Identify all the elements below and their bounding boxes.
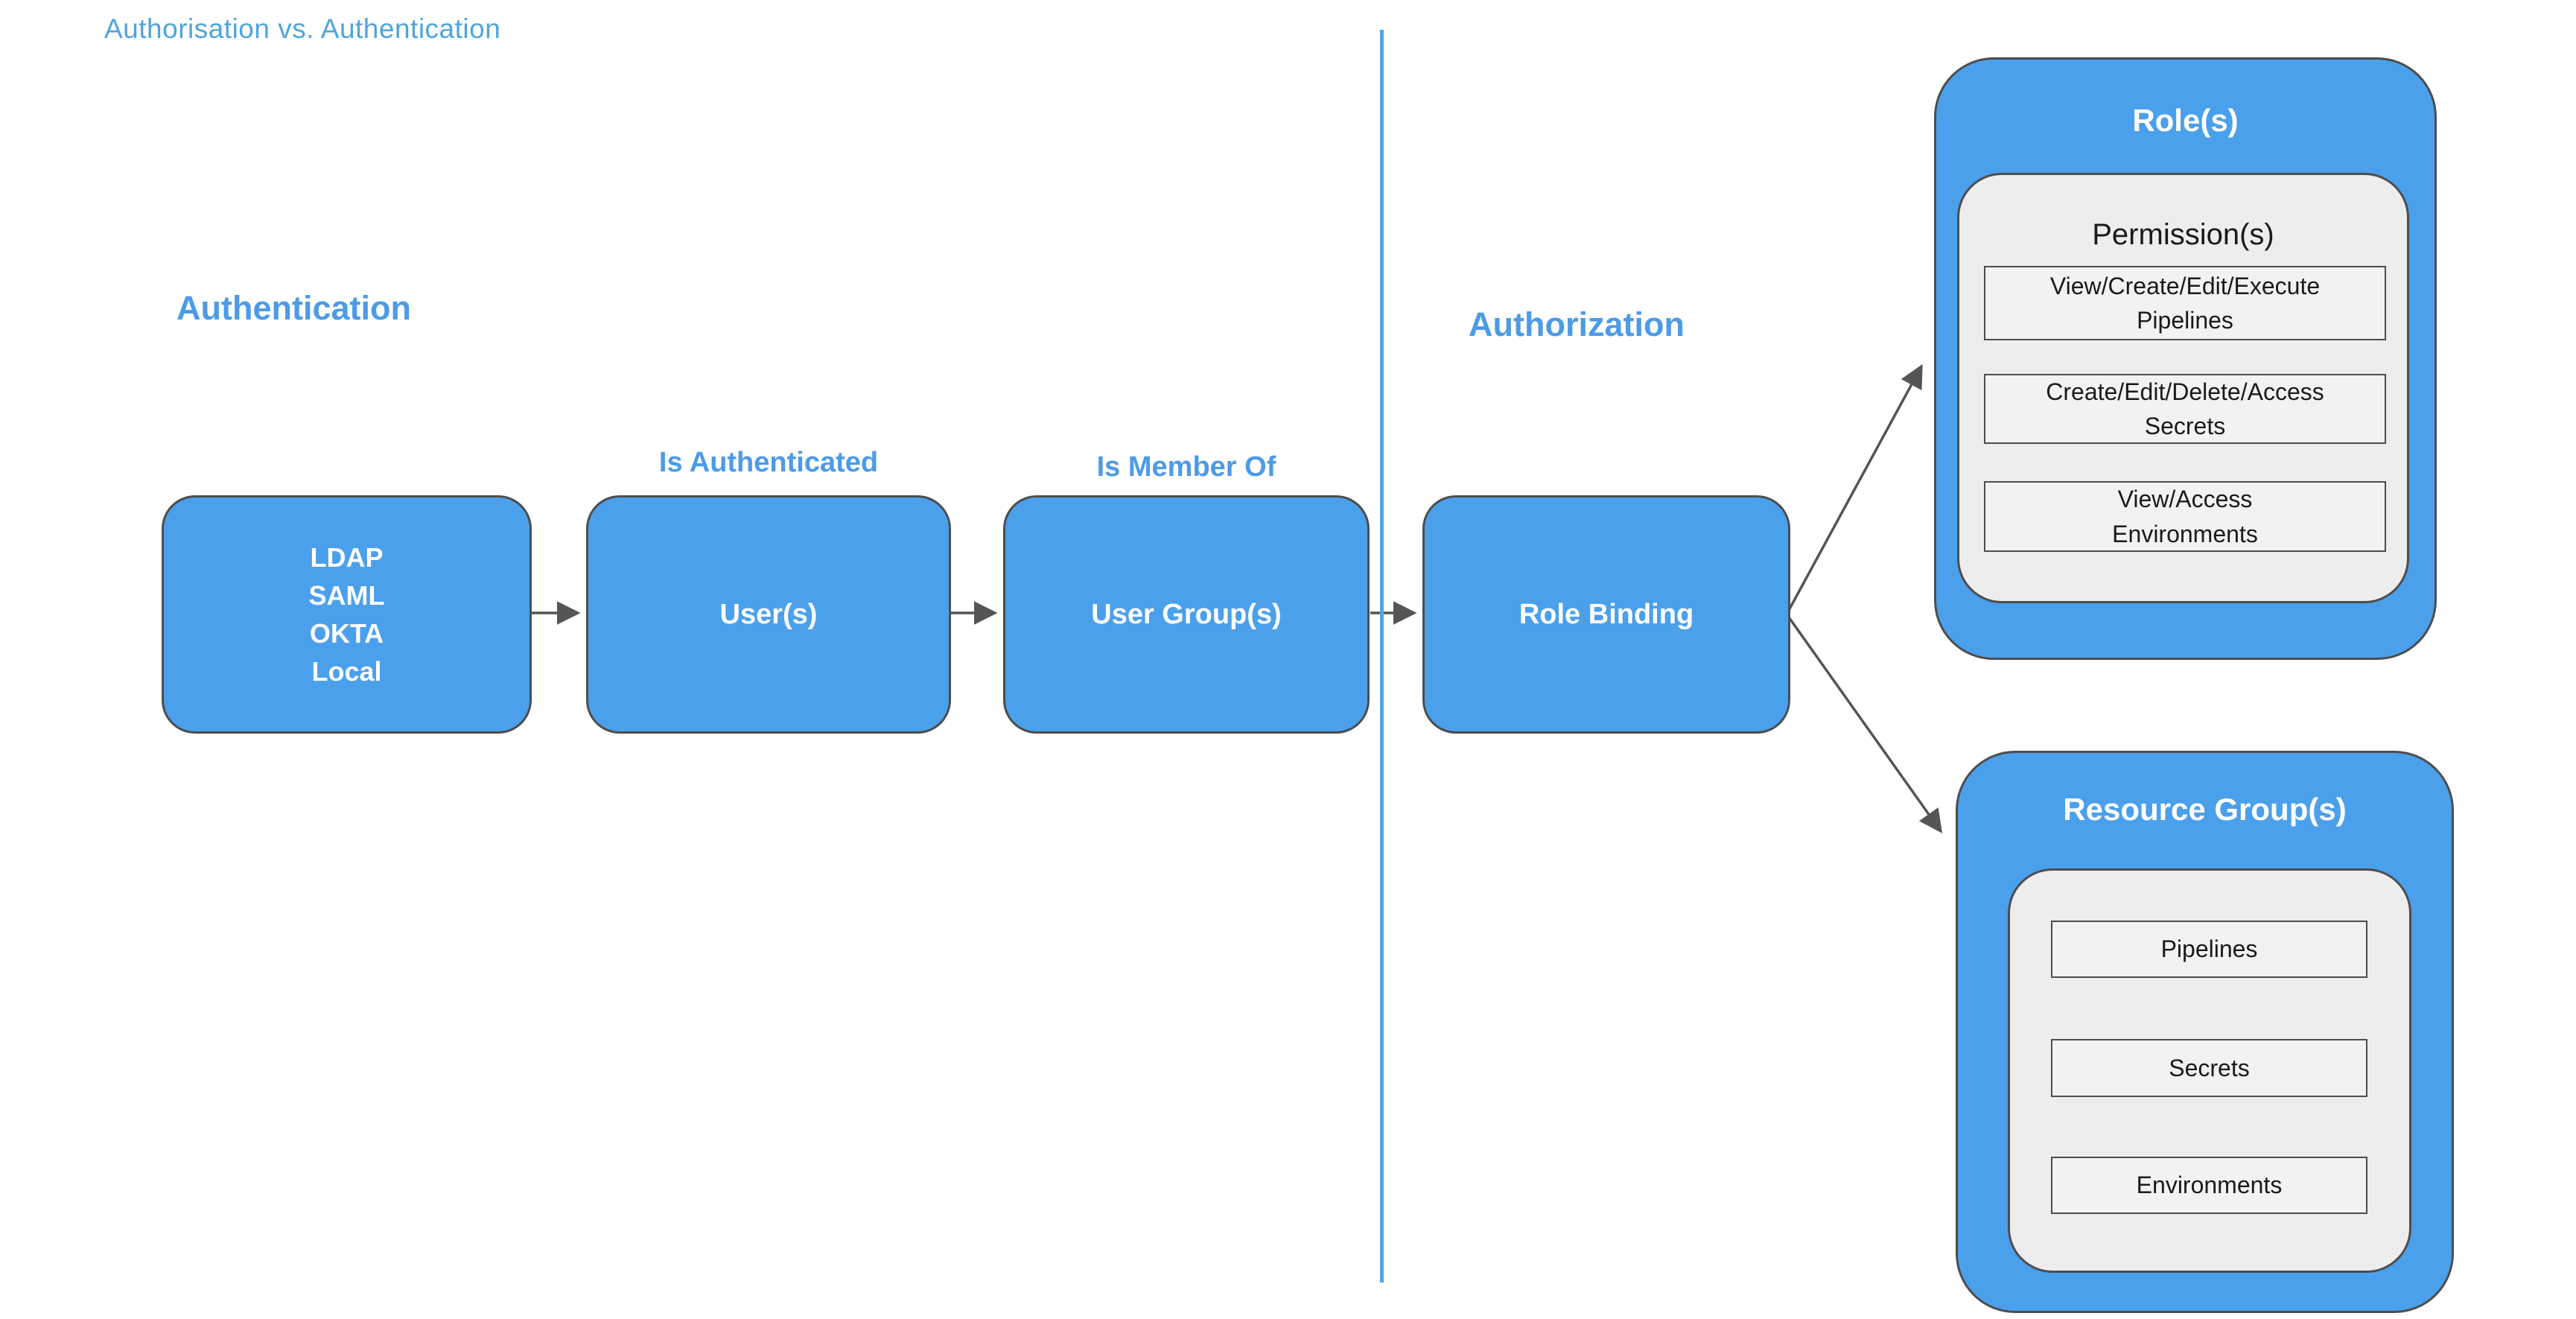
resources-panel: Pipelines Secrets Environments	[2008, 868, 2411, 1273]
identity-providers-label: LDAP SAML OKTA Local	[308, 541, 385, 687]
permission-item: Create/Edit/Delete/Access Secrets	[1984, 374, 2386, 444]
resource-item: Environments	[2051, 1157, 2367, 1214]
role-binding-label: Role Binding	[1518, 598, 1694, 630]
arrow-rolebinding-to-roles	[1786, 363, 1923, 614]
user-groups-box: User Group(s)	[1003, 495, 1370, 734]
roles-container: Role(s) Permission(s) View/Create/Edit/E…	[1934, 57, 2437, 660]
users-box: User(s)	[586, 495, 951, 734]
permission-item: View/Create/Edit/Execute Pipelines	[1984, 266, 2386, 340]
resource-item: Secrets	[2051, 1039, 2367, 1097]
resource-item: Pipelines	[2051, 921, 2367, 978]
user-groups-label: User Group(s)	[1091, 598, 1282, 630]
permissions-panel: Permission(s) View/Create/Edit/Execute P…	[1957, 173, 2409, 603]
arrow-rolebinding-to-resource-groups	[1786, 614, 1943, 833]
users-label: User(s)	[719, 598, 818, 630]
resource-groups-container: Resource Group(s) Pipelines Secrets Envi…	[1956, 751, 2454, 1313]
authentication-heading: Authentication	[176, 289, 411, 327]
identity-providers-box: LDAP SAML OKTA Local	[162, 495, 532, 734]
role-binding-box: Role Binding	[1422, 495, 1790, 734]
roles-title: Role(s)	[2132, 103, 2239, 138]
resource-groups-title: Resource Group(s)	[2063, 792, 2347, 827]
permission-item: View/Access Environments	[1984, 481, 2386, 552]
edge-label-is-member-of: Is Member Of	[1096, 451, 1276, 483]
permissions-title: Permission(s)	[2092, 218, 2274, 251]
section-divider-line	[1380, 30, 1384, 1283]
edge-label-is-authenticated: Is Authenticated	[658, 447, 879, 478]
authorization-heading: Authorization	[1469, 305, 1685, 343]
page-title: Authorisation vs. Authentication	[104, 13, 501, 44]
